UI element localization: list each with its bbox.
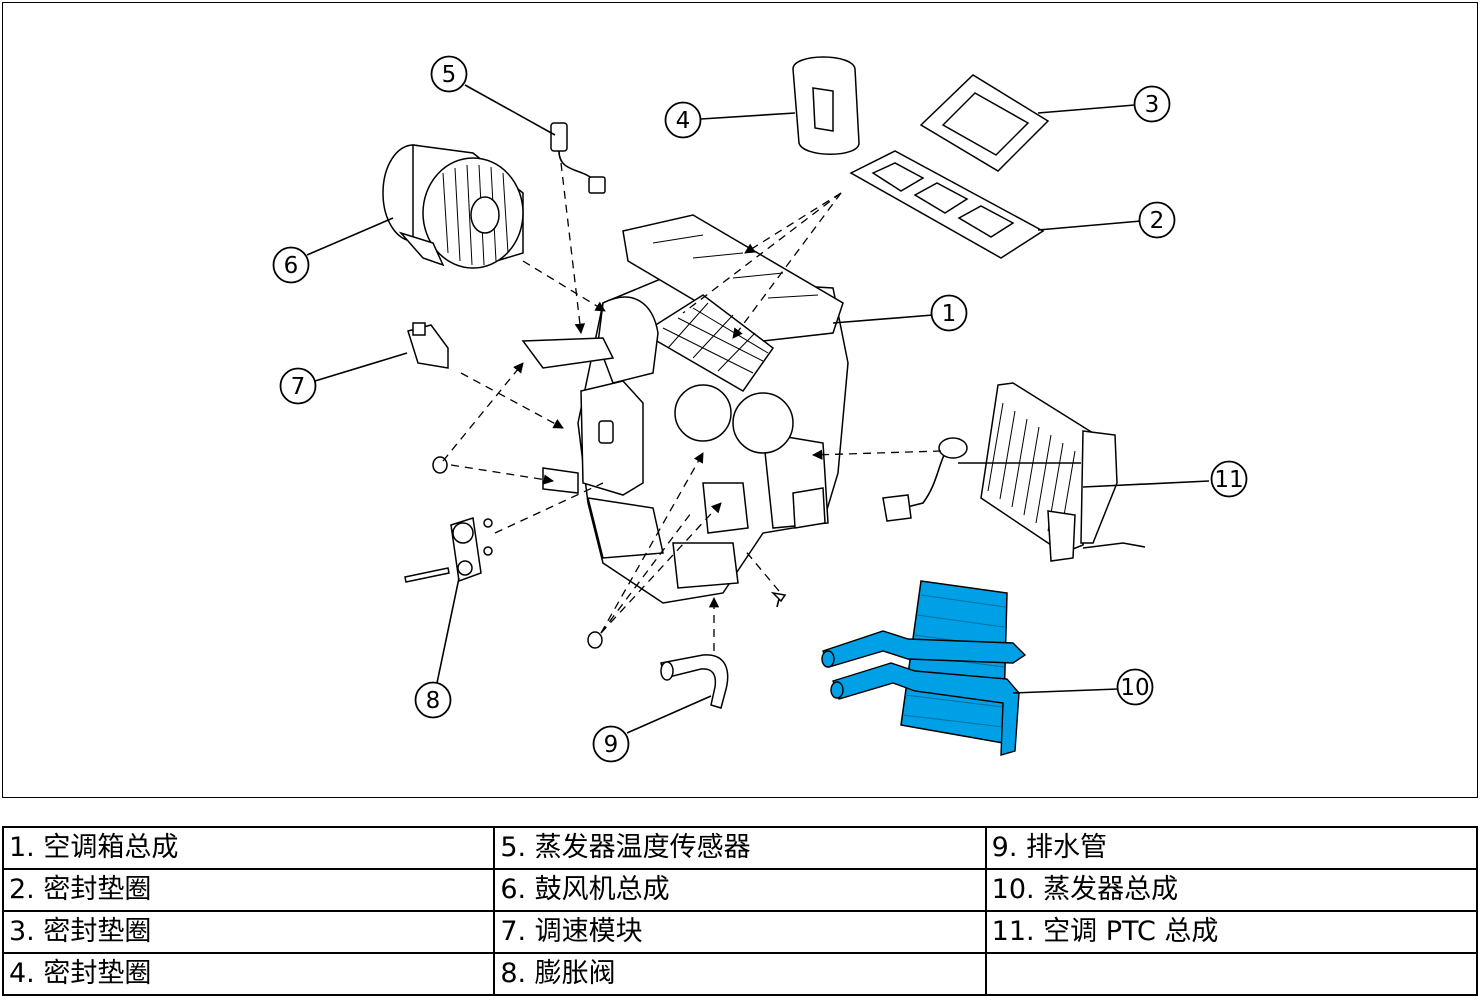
evaporator-drawing [821, 580, 1027, 756]
legend-row: 4. 密封垫圈 8. 膨胀阀 [1, 952, 1479, 996]
leader-lines [306, 84, 1210, 734]
ptc-heater-drawing [882, 382, 1146, 562]
seal-gasket-2-drawing [849, 150, 1045, 259]
callout-6-label: 6 [284, 253, 299, 279]
callout-6: 6 [272, 246, 310, 284]
speed-module-drawing [407, 322, 449, 369]
diagram-svg: 1 2 3 4 5 6 7 8 9 10 11 [272, 55, 1248, 763]
legend-cell: 10. 蒸发器总成 [984, 868, 1479, 912]
legend-cell: 4. 密封垫圈 [1, 952, 496, 996]
callout-7: 7 [279, 367, 317, 405]
assembly-dashed-lines [442, 162, 942, 651]
seal-gasket-3-drawing [919, 74, 1050, 172]
fasteners-drawing [432, 456, 787, 649]
seal-gasket-4-drawing [792, 56, 860, 155]
callout-3: 3 [1133, 85, 1171, 123]
legend-cell: 2. 密封垫圈 [1, 868, 496, 912]
callout-11-label: 11 [1214, 467, 1243, 493]
callout-5-label: 5 [442, 62, 457, 88]
exploded-diagram: 1 2 3 4 5 6 7 8 9 10 11 [2, 2, 1478, 798]
callout-3-label: 3 [1145, 92, 1160, 118]
callout-4-label: 4 [676, 108, 691, 134]
callout-4: 4 [664, 101, 702, 139]
legend-cell: 6. 鼓风机总成 [493, 868, 987, 912]
legend-row: 3. 密封垫圈 7. 调速模块 11. 空调 PTC 总成 [1, 910, 1479, 954]
callout-10-label: 10 [1120, 675, 1149, 701]
callout-7-label: 7 [291, 374, 306, 400]
legend-cell: 1. 空调箱总成 [1, 826, 496, 870]
legend-row: 1. 空调箱总成 5. 蒸发器温度传感器 9. 排水管 [1, 826, 1479, 870]
callout-2-label: 2 [1150, 208, 1165, 234]
drain-pipe-drawing [660, 654, 729, 709]
hvac-housing-drawing [521, 214, 849, 604]
legend-cell: 11. 空调 PTC 总成 [984, 910, 1479, 954]
callout-1: 1 [930, 294, 968, 332]
callout-9: 9 [592, 725, 630, 763]
callout-9-label: 9 [604, 732, 619, 758]
legend-cell: 9. 排水管 [984, 826, 1479, 870]
callout-8-label: 8 [426, 688, 441, 714]
callout-2: 2 [1138, 201, 1176, 239]
parts-legend-table: 1. 空调箱总成 5. 蒸发器温度传感器 9. 排水管 2. 密封垫圈 6. 鼓… [1, 826, 1479, 996]
callout-1-label: 1 [942, 301, 957, 327]
callout-8: 8 [414, 681, 452, 719]
legend-cell: 5. 蒸发器温度传感器 [493, 826, 987, 870]
legend-cell: 8. 膨胀阀 [493, 952, 987, 996]
legend-row: 2. 密封垫圈 6. 鼓风机总成 10. 蒸发器总成 [1, 868, 1479, 912]
expansion-valve-drawing [404, 517, 493, 583]
legend-cell [984, 952, 1479, 996]
callout-11: 11 [1210, 460, 1248, 498]
legend-cell: 7. 调速模块 [493, 910, 987, 954]
temp-sensor-drawing [550, 122, 606, 194]
legend-cell: 3. 密封垫圈 [1, 910, 496, 954]
callout-5: 5 [430, 55, 468, 93]
callout-10: 10 [1116, 668, 1154, 706]
blower-drawing [382, 144, 524, 269]
